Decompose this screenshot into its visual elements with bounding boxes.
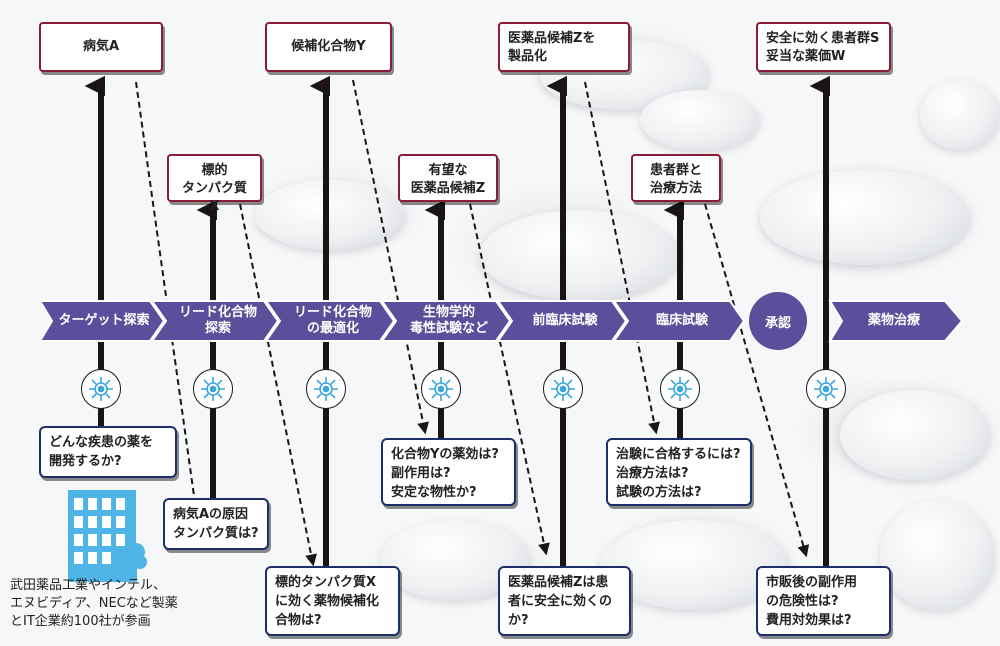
stage-lead: リード化合物 探索 [162, 301, 274, 341]
goal-box-patients: 患者群と 治療方法 [631, 154, 721, 202]
dashed-arrow [239, 203, 317, 567]
pill-background [640, 90, 760, 150]
goal-box-promising: 有望な 医薬品候補Z [398, 154, 498, 202]
question-drug-candidate: 標的タンパク質X に効く薬物候補化 合物は? [265, 566, 400, 636]
ai-brain-icon [543, 369, 583, 409]
ai-brain-icon [193, 369, 233, 409]
stage-label: ターゲット探索 [58, 313, 150, 328]
building-icon [68, 490, 147, 582]
pill-background [760, 170, 970, 265]
dashed-arrow [584, 81, 660, 435]
stage-label: 承認 [764, 315, 791, 331]
question-text: 医薬品候補Zは患 者に安全に効くの か? [508, 575, 613, 628]
dashed-arrow [135, 81, 201, 513]
goal-text: 有望な 医薬品候補Z [410, 163, 486, 196]
pill-background [920, 80, 1000, 150]
stage-bio-tox: 生物学的 毒性試験など [392, 301, 506, 341]
goal-box-target: 標的 タンパク質X [167, 154, 262, 214]
ai-brain-icon [806, 369, 846, 409]
question-text: どんな疾患の薬を 開発するか? [49, 435, 154, 469]
goal-text: 医薬品候補Zを 製品化 [508, 31, 596, 64]
goal-text: 患者群と 治療方法 [649, 163, 702, 196]
stage-approval: 承認 [749, 292, 807, 350]
question-post-market: 市販後の副作用 の危険性は? 費用対効果は? [756, 566, 891, 636]
participants-caption: 武田薬品工業やインテル、 エヌビディア、NECなど製薬 とIT企業約100社が参… [10, 578, 178, 629]
stage-label: 薬物治療 [867, 313, 920, 328]
question-safety: 医薬品候補Zは患 者に安全に効くの か? [498, 566, 631, 636]
goal-box-product: 医薬品候補Zを 製品化 [498, 22, 630, 72]
stage-lead-opt: リード化合物 の最適化 [276, 301, 390, 341]
question-pass-trial: 治験に合格するには? 治療方法は? 試験の方法は? [606, 438, 752, 506]
question-text: 標的タンパク質X に効く薬物候補化 合物は? [275, 575, 380, 628]
goal-text: 候補化合物Y [291, 39, 366, 54]
pill-background [840, 390, 990, 480]
question-text: 病気Aの原因 タンパク質は? [173, 507, 259, 541]
stage-label: 前臨床試験 [532, 313, 598, 328]
goal-box-price: 安全に効く患者群S 妥当な薬価W [756, 22, 891, 72]
dashed-arrow [352, 79, 429, 435]
stage-label: 臨床試験 [655, 313, 708, 328]
stage-chevron [828, 300, 964, 342]
stage-preclinical: 前臨床試験 [508, 301, 622, 341]
ai-brain-icon [306, 369, 346, 409]
ai-brain-icon [660, 369, 700, 409]
question-which-disease: どんな疾患の薬を 開発するか? [39, 426, 177, 478]
goal-text: 病気A [82, 39, 120, 54]
stage-label: リード化合物 探索 [178, 305, 257, 336]
pill-background [255, 180, 405, 250]
question-text: 治験に合格するには? 治療方法は? 試験の方法は? [616, 447, 741, 500]
stage-clinical: 臨床試験 [624, 301, 740, 341]
stage-label: 生物学的 毒性試験など [409, 305, 488, 336]
stage-chevron [264, 300, 396, 342]
stage-chevron [38, 300, 166, 342]
stage-target-search: ターゲット探索 [48, 301, 160, 341]
stage-therapy: 薬物治療 [838, 301, 950, 341]
goal-text: 安全に効く患者群S 妥当な薬価W [766, 31, 880, 64]
pill-background [480, 210, 680, 300]
stage-label: リード化合物 の最適化 [293, 305, 372, 336]
dashed-arrow [704, 203, 810, 558]
goal-box-disease: 病気A [39, 22, 163, 72]
question-text: 市販後の副作用 の危険性は? 費用対効果は? [766, 575, 858, 628]
stage-chevron [612, 300, 746, 342]
goal-box-candidate: 候補化合物Y [265, 22, 392, 72]
goal-text: 標的 タンパク質X [181, 163, 247, 214]
question-cause: 病気Aの原因 タンパク質は? [163, 498, 269, 550]
question-efficacy: 化合物Yの薬効は? 副作用は? 安定な物性か? [381, 438, 516, 506]
ai-brain-icon [81, 369, 121, 409]
stage-chevron [150, 300, 280, 342]
stage-chevron [496, 300, 628, 342]
pill-background [880, 500, 995, 610]
question-text: 化合物Yの薬効は? 副作用は? 安定な物性か? [391, 447, 499, 500]
ai-brain-icon [421, 369, 461, 409]
stage-chevron [380, 300, 512, 342]
